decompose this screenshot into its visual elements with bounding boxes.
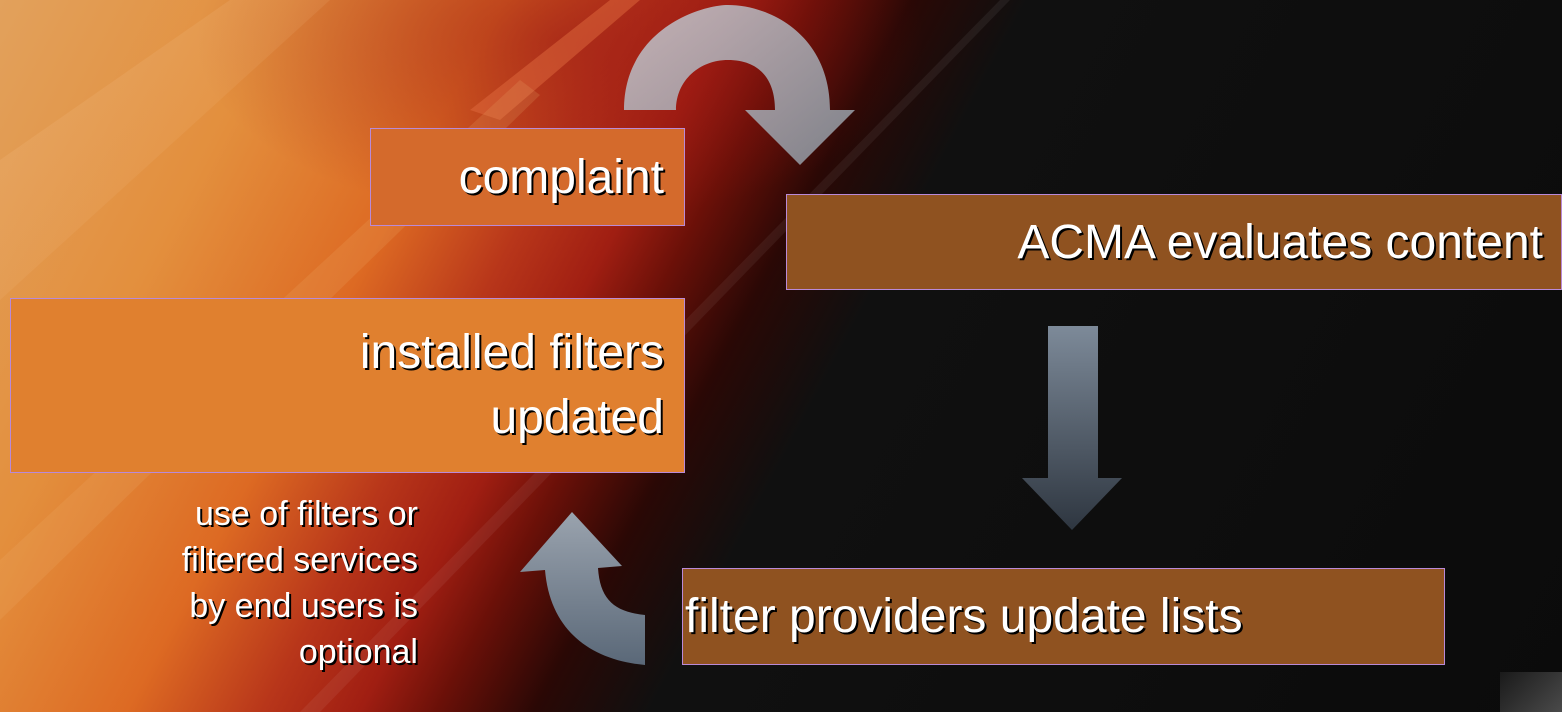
step-installed-label: installed filters updated <box>359 325 664 444</box>
arrow-complaint-to-acma <box>624 5 855 165</box>
step-acma-label: ACMA evaluates content <box>1017 215 1543 269</box>
step-filter-providers: filter providers update lists <box>682 568 1445 665</box>
arrow-filter-to-installed <box>520 512 645 665</box>
arrow-acma-to-filter <box>1022 326 1122 530</box>
step-acma-evaluates: ACMA evaluates content <box>786 194 1562 290</box>
corner-decoration <box>1500 672 1562 712</box>
step-complaint-label: complaint <box>458 150 664 204</box>
step-installed-filters: installed filters updated <box>10 298 685 473</box>
optional-use-note: use of filters or filtered services by e… <box>181 495 418 671</box>
step-complaint: complaint <box>370 128 685 226</box>
step-filter-label: filter providers update lists <box>685 590 1243 643</box>
